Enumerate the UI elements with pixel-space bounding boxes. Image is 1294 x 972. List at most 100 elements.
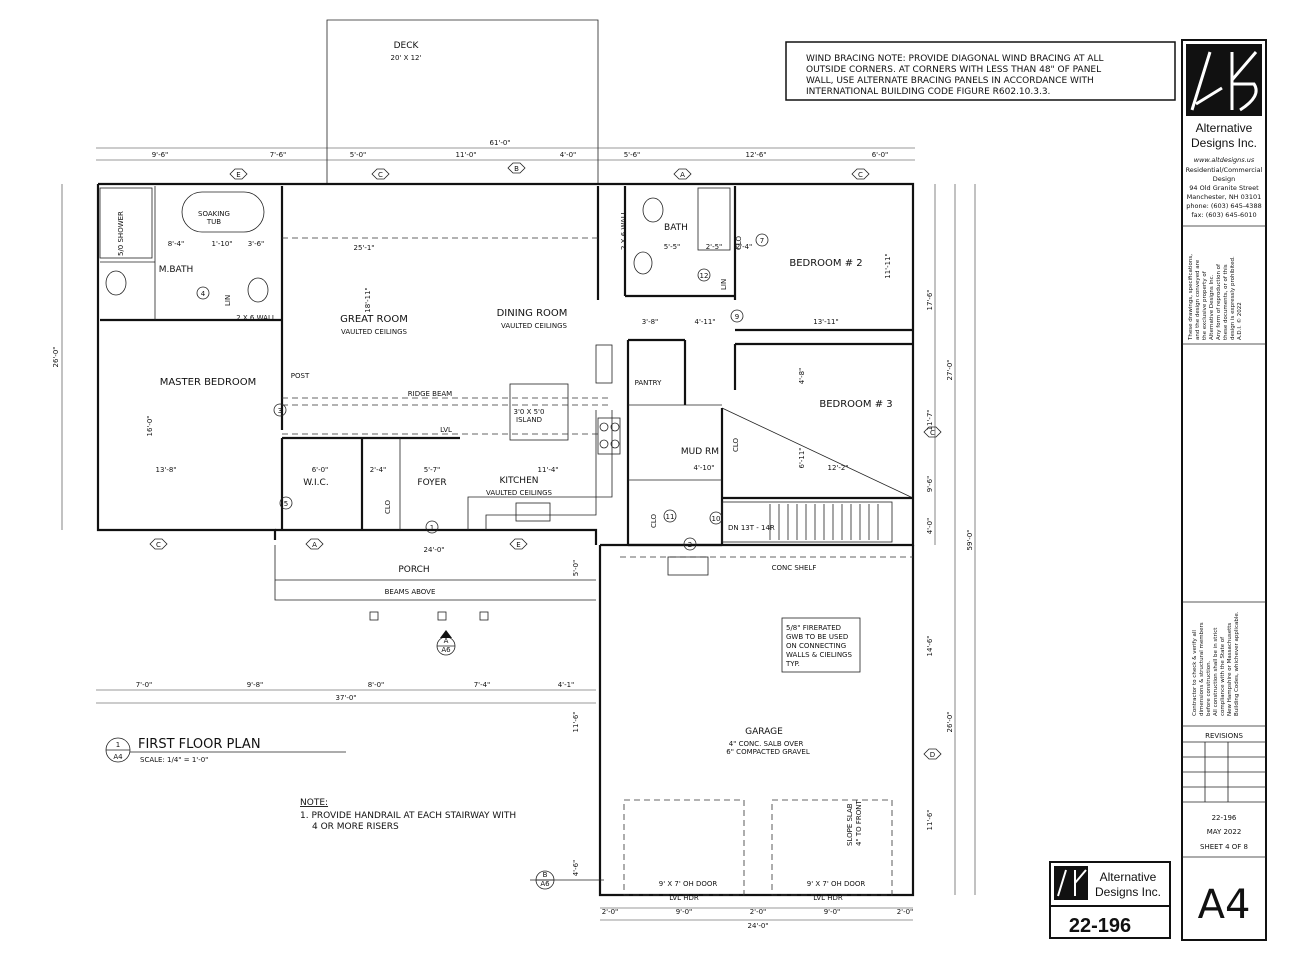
company-website: www.altdesigns.us (1194, 156, 1255, 164)
stamp-logo-icon (1054, 866, 1088, 900)
svg-text:E: E (516, 541, 520, 549)
dim-interior: 2'-5" (706, 243, 723, 251)
pantry-label: PANTRY (635, 379, 662, 387)
door-tag: 9 (730, 309, 744, 323)
dim-interior: 2'-4" (370, 466, 387, 474)
dim-porch-bottom: 7'-4" (474, 681, 491, 689)
dining-room-label: DINING ROOM (497, 308, 568, 319)
window-tag: A (673, 168, 692, 180)
dim-top: 11'-0" (455, 151, 476, 159)
mud-room-label: MUD RM (681, 447, 719, 457)
copyright-line: the exclusive property of (1202, 270, 1208, 340)
mbath-toilet (247, 277, 269, 303)
interior-dimensions: 25'-1" 18'-11" 8'-4" 1'-10" 3'-6" 16'-0"… (146, 240, 892, 474)
dim-top: 6'-0" (872, 151, 889, 159)
dim-garage-left2: 4'-6" (572, 860, 580, 877)
room-labels: GREAT ROOM VAULTED CEILINGS DINING ROOM … (117, 210, 893, 902)
right-dimensions (61, 184, 976, 895)
svg-text:E: E (236, 171, 240, 179)
svg-text:B: B (514, 165, 519, 173)
svg-text:C: C (930, 429, 935, 437)
top-dimensions: 61'-0" 9'-6" 7'-6" 5'-0" 11'-0" 4'-0" 5'… (96, 139, 915, 161)
dim-interior: 5'-7" (424, 466, 441, 474)
logo-stamp: Alternative Designs Inc. 22-196 (1049, 861, 1171, 939)
firerated-note: 5/8" FIRERATED (786, 624, 841, 632)
svg-text:9: 9 (735, 313, 739, 321)
dim-garage-bottom: 9'-0" (824, 908, 841, 916)
svg-text:3: 3 (278, 407, 282, 415)
note-line1: 1. PROVIDE HANDRAIL AT EACH STAIRWAY WIT… (300, 811, 516, 821)
copyright-line: and the design conveyed are (1195, 259, 1201, 340)
svg-text:12: 12 (700, 272, 709, 280)
contractor-line: compliance with the State of (1220, 636, 1226, 716)
dim-interior: 4'-11" (694, 318, 715, 326)
window-tags: E C B A C C A E C D (149, 162, 942, 760)
shower-label: 5/0 SHOWER (117, 211, 125, 256)
svg-text:A: A (444, 637, 449, 645)
dim-top: 4'-0" (560, 151, 577, 159)
copyright-line: Alternative Designs Inc. (1209, 274, 1215, 340)
dim-right-part: 4'-0" (926, 518, 934, 535)
closet-label: CLO (650, 513, 658, 528)
bath-toilet (642, 197, 664, 223)
plan-scale: SCALE: 1/4" = 1'-0" (140, 756, 208, 764)
door-tag: 12 (697, 268, 711, 282)
porch (96, 545, 596, 704)
post-label: POST (291, 372, 310, 380)
dim-garage-bottom: 2'-0" (897, 908, 914, 916)
lvl-hdr1-label: LVL HDR (669, 894, 699, 902)
stair-label: DN 13T - 14R (728, 524, 775, 532)
window-tag: C (149, 538, 168, 550)
dim-interior: 4'-10" (693, 464, 714, 472)
door-tag: 7 (755, 233, 769, 247)
kitchen-counters (467, 344, 621, 530)
bedroom2-label: BEDROOM # 2 (789, 258, 862, 269)
copyright-line: these documents, or of this (1223, 264, 1229, 340)
conc-shelf-label: CONC SHELF (772, 564, 817, 572)
dim-porch-bottom: 8'-0" (368, 681, 385, 689)
company-name-line2: Designs Inc. (1191, 136, 1257, 150)
stamp-job-number: 22-196 (1069, 915, 1131, 937)
svg-text:1: 1 (430, 524, 434, 532)
company-fax: fax: (603) 645-6010 (1191, 211, 1256, 219)
drawing-date: MAY 2022 (1207, 828, 1242, 836)
wind-bracing-note: WIND BRACING NOTE: PROVIDE DIAGONAL WIND… (785, 41, 1176, 101)
callout-sheet: A4 (113, 753, 123, 761)
company-address2: Manchester, NH 03101 (1187, 193, 1262, 201)
dim-garage-bottom: 9'-0" (676, 908, 693, 916)
svg-text:10: 10 (712, 515, 721, 523)
contractor-line: Contractor to check & verify all (1192, 630, 1198, 716)
sheet-number: SHEET 4 OF 8 (1200, 843, 1248, 851)
door-tags: 1 2 3 4 5 6 7 8 9 10 11 12 (196, 233, 769, 551)
linen-label: LIN (720, 279, 728, 290)
section-marker-b: B A6 (530, 870, 604, 890)
dim-right-part: 9'-6" (926, 476, 934, 493)
dim-interior: 1'-10" (211, 240, 232, 248)
svg-text:A: A (680, 171, 685, 179)
dim-top: 7'-6" (270, 151, 287, 159)
deck-size: 20' X 12' (391, 54, 422, 62)
exterior-dimensions: 26'-0" 27'-0" 59'-0" 17'-6" 11'-7" 9'-6"… (52, 289, 974, 930)
plan-title: FIRST FLOOR PLAN (138, 737, 261, 752)
dim-garage-left: 11'-6" (572, 711, 580, 732)
svg-text:A6: A6 (441, 646, 451, 654)
oh-door2-label: 9' X 7' OH DOOR (807, 880, 866, 888)
firerated-note: TYP. (785, 660, 800, 668)
dining-room-sub: VAULTED CEILINGS (501, 322, 568, 330)
company-logo-icon (1186, 44, 1262, 116)
beams-above-label: BEAMS ABOVE (385, 588, 436, 596)
window-tag: C (371, 168, 390, 180)
great-room-label: GREAT ROOM (340, 314, 408, 325)
window-tag: A (305, 538, 324, 550)
wall-2x6-label: 2 X 6 WALL (236, 314, 276, 322)
beams (282, 237, 612, 435)
garage-sub1: 4" CONC. SALB OVER (729, 740, 804, 748)
dim-interior: 11'-11" (884, 253, 892, 278)
master-bedroom-label: MASTER BEDROOM (160, 377, 257, 388)
dim-left-height: 26'-0" (52, 346, 60, 367)
slope-slab-label1: SLOPE SLAB (846, 803, 854, 846)
firerated-note: GWB TO BE USED (786, 633, 848, 641)
door-tag: 3 (273, 403, 287, 417)
company-type-line1: Residential/Commercial (1186, 166, 1263, 174)
